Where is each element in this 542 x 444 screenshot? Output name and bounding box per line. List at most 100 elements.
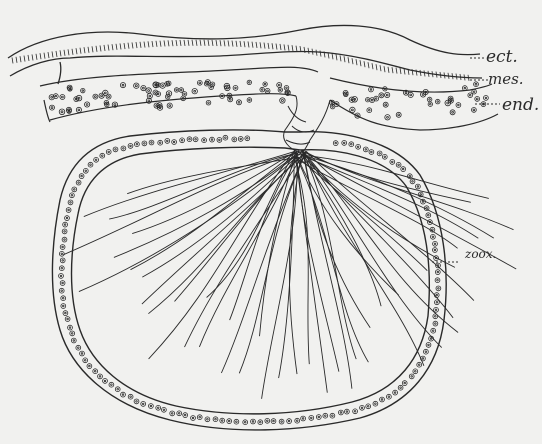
endoderm-cell-nucleus <box>261 89 263 91</box>
zoox-cell <box>271 419 276 424</box>
zoox-cell-nucleus <box>62 297 64 299</box>
zoox-cell-nucleus <box>95 159 97 161</box>
endoderm-cell-nucleus <box>114 104 116 106</box>
cilium <box>68 49 69 55</box>
zoox-cell <box>309 416 314 421</box>
endoderm-cell-nucleus <box>162 85 164 87</box>
cilium <box>132 42 133 48</box>
zoox-cell-nucleus <box>123 148 125 150</box>
zoox-cell <box>61 296 66 301</box>
zoox-cell <box>191 416 196 421</box>
endoderm-cell <box>456 103 461 108</box>
zoox-cell-nucleus <box>236 421 238 423</box>
zoox-cell-nucleus <box>203 139 205 141</box>
cilium <box>164 40 165 46</box>
label-end: end. <box>502 95 539 115</box>
endoderm-cell-nucleus <box>437 101 439 103</box>
zoox-cell-nucleus <box>267 420 269 422</box>
endoderm-cell-nucleus <box>475 83 477 85</box>
zoox-cell-nucleus <box>384 156 386 158</box>
zoox-cell-nucleus <box>84 360 86 362</box>
zoox-cell-nucleus <box>379 153 381 155</box>
endoderm-cell-nucleus <box>458 104 460 106</box>
zoox-cell-nucleus <box>67 318 69 320</box>
endoderm-cell-nucleus <box>149 95 151 97</box>
zoox-cell <box>121 392 126 397</box>
cilium <box>240 41 241 47</box>
fibre-strand <box>63 151 304 255</box>
zoox-cell <box>180 138 185 143</box>
endoderm-cell-nucleus <box>345 94 347 96</box>
cilium <box>80 48 81 54</box>
cilium <box>12 57 13 63</box>
zoox-cell <box>402 381 407 386</box>
zoox-cell <box>377 151 382 156</box>
cilium <box>364 61 365 67</box>
endoderm-cell-nucleus <box>194 90 196 92</box>
endoderm-cell-nucleus <box>238 101 240 103</box>
zoox-cell <box>401 167 406 172</box>
endoderm-cell <box>367 108 372 113</box>
zoox-cell-nucleus <box>142 403 144 405</box>
zoox-cell-nucleus <box>68 209 70 211</box>
zoox-cell <box>172 140 177 145</box>
endoderm-cell-nucleus <box>199 82 201 84</box>
zoox-cell-nucleus <box>404 382 406 384</box>
cilium <box>252 42 253 48</box>
cilium <box>200 40 201 46</box>
zoox-cell <box>80 351 85 356</box>
zoox-cell <box>61 304 66 309</box>
zoox-cell-nucleus <box>66 217 68 219</box>
zoox-cell-nucleus <box>415 371 417 373</box>
zoox-cell <box>87 364 92 369</box>
zoox-cell <box>109 382 114 387</box>
cilium <box>208 40 209 46</box>
endoderm-cell <box>484 96 489 101</box>
zoox-cell <box>279 419 284 424</box>
zoox-cell <box>435 270 440 275</box>
endoderm-cell-nucleus <box>485 97 487 99</box>
endoderm-cell <box>93 94 98 99</box>
cilium <box>368 62 369 68</box>
zoox-cell-nucleus <box>150 405 152 407</box>
zoox-cell <box>62 229 67 234</box>
cilium <box>256 42 257 48</box>
zoox-cell <box>433 248 438 253</box>
cilium <box>56 51 57 57</box>
endoderm-cell <box>435 99 440 104</box>
zoox-cell-nucleus <box>199 416 201 418</box>
endoderm-cell-nucleus <box>78 109 80 111</box>
zoox-cell-nucleus <box>173 141 175 143</box>
endoderm-cell-nucleus <box>148 100 150 102</box>
zoox-cell <box>88 162 93 167</box>
cilium <box>376 64 377 70</box>
cilium <box>436 72 437 78</box>
label-mes: mes. <box>488 70 524 88</box>
zoox-cell <box>232 137 237 142</box>
zoox-cell-nucleus <box>189 138 191 140</box>
zoox-cell <box>65 216 70 221</box>
endoderm-cell <box>385 115 390 120</box>
zoox-cell-nucleus <box>219 139 221 141</box>
cilium <box>36 54 37 60</box>
zoox-cell <box>295 418 300 423</box>
zoox-cell <box>323 413 328 418</box>
zoox-cell-nucleus <box>115 149 117 151</box>
cilium <box>392 67 393 73</box>
cilium <box>108 45 109 51</box>
cilium <box>84 47 85 53</box>
endoderm-cell-nucleus <box>101 95 103 97</box>
cilium <box>176 40 177 46</box>
zoox-cell-nucleus <box>108 151 110 153</box>
zoox-cell-nucleus <box>361 407 363 409</box>
cilium <box>440 72 441 78</box>
zoox-cell <box>366 404 371 409</box>
zoox-cell-nucleus <box>371 151 373 153</box>
cilium <box>340 55 341 61</box>
zoox-cell <box>353 409 358 414</box>
zoox-cell-nucleus <box>436 302 438 304</box>
zoox-cell <box>245 136 250 141</box>
endoderm-cell <box>472 108 477 113</box>
cilium <box>60 50 61 56</box>
endoderm-cell-nucleus <box>375 98 377 100</box>
